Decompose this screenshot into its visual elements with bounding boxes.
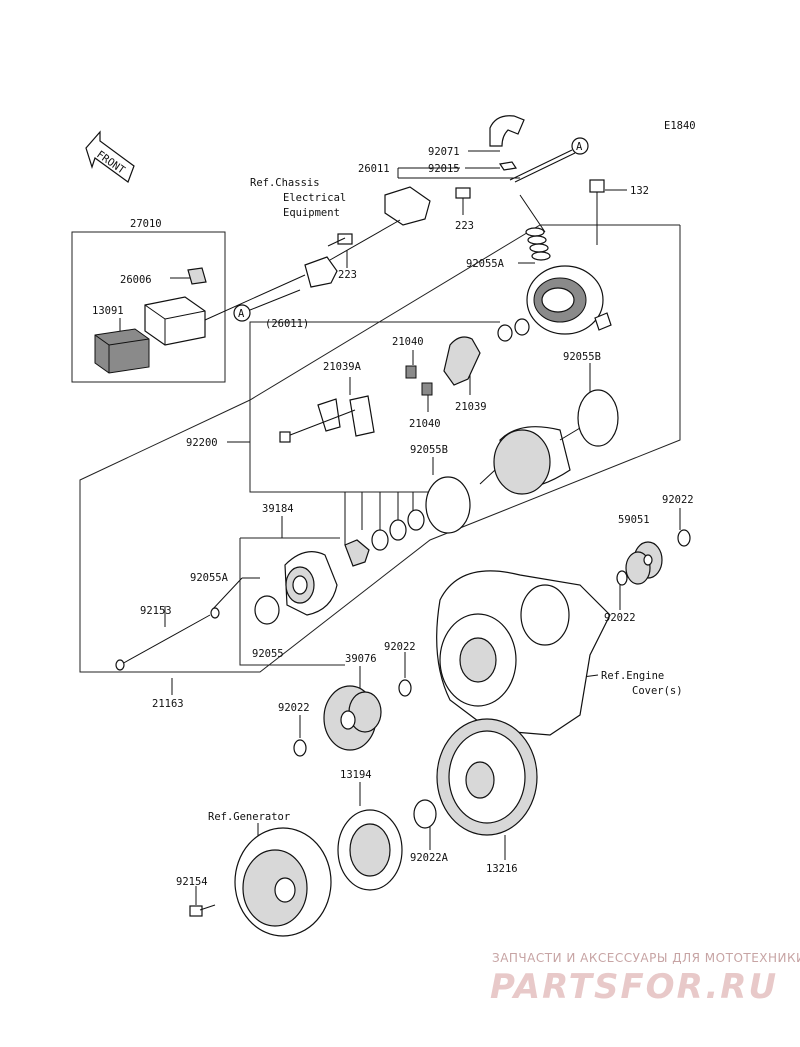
part-21163: 21163 (152, 698, 184, 710)
part-92055B-upper: 92055B (563, 351, 601, 363)
washer-92022-right (616, 529, 691, 586)
spring-21040-upper (405, 365, 417, 379)
diagram-code: E1840 (664, 120, 696, 132)
part-92022-right: 92022 (604, 612, 636, 624)
part-26011: 26011 (358, 163, 390, 175)
washers-mid (344, 509, 425, 567)
connector-a-top-label: A (576, 141, 583, 153)
part-59051: 59051 (618, 514, 650, 526)
group-box-27010-inner (88, 231, 226, 383)
part-92022-mid: 92022 (384, 641, 416, 653)
end-cover (526, 265, 612, 335)
watermark-logo: PARTSFOR.RU (490, 967, 778, 1007)
part-92055A-upper: 92055A (466, 258, 505, 270)
part-21039A: 21039A (323, 361, 362, 373)
part-223-upper: 223 (455, 220, 474, 232)
part-92153: 92153 (140, 605, 172, 617)
starter-cable-bracket (204, 186, 431, 321)
starter-clutch-gear-13216 (436, 718, 538, 836)
washers-top (497, 318, 530, 342)
connector-a-left-label: A (238, 308, 245, 320)
part-26006: 26006 (120, 274, 152, 286)
connector-a-top: A (571, 137, 589, 155)
o-ring-92055B-upper (577, 389, 619, 447)
part-13091: 13091 (92, 305, 124, 317)
part-21040-lower: 21040 (409, 418, 441, 430)
front-arrow-icon: FRONT (85, 130, 135, 183)
bolt-92154 (189, 904, 216, 917)
part-92071: 92071 (428, 146, 460, 158)
o-ring-92055A-small (210, 607, 220, 619)
part-92022-right-top: 92022 (662, 494, 694, 506)
o-ring-92055 (254, 595, 280, 625)
part-13216: 13216 (486, 863, 518, 875)
ref-chassis-line3: Equipment (283, 207, 340, 219)
screw-223-lower (327, 233, 353, 247)
group-box-92200 (79, 224, 681, 673)
spring-21040-lower (421, 382, 433, 396)
part-92055A-lower: 92055A (190, 572, 229, 584)
starter-clutch-13194 (337, 809, 403, 891)
part-92055: 92055 (252, 648, 284, 660)
part-223-lower: 223 (338, 269, 357, 281)
part-21040-upper: 21040 (392, 336, 424, 348)
screw-223-upper (455, 187, 471, 204)
part-92154: 92154 (176, 876, 208, 888)
part-92200: 92200 (186, 437, 218, 449)
relay-boot (144, 296, 206, 346)
starter-cable-boot (489, 115, 525, 147)
part-92015: 92015 (428, 163, 460, 175)
part-21039: 21039 (455, 401, 487, 413)
ref-engine-line1: Ref.Engine (601, 670, 664, 682)
part-92022A: 92022A (410, 852, 449, 864)
washer-92022-mid (398, 679, 412, 697)
part-27010: 27010 (130, 218, 162, 230)
armature (479, 426, 581, 495)
part-39184: 39184 (262, 503, 294, 515)
relay-26006 (187, 267, 207, 285)
long-bolt-92153 (115, 614, 211, 671)
part-39076: 39076 (345, 653, 377, 665)
watermark-tagline: ЗАПЧАСТИ И АКСЕССУАРЫ ДЛЯ МОТОТЕХНИКИ (492, 951, 800, 965)
leader-lines (119, 150, 681, 905)
ref-engine-line2: Cover(s) (632, 685, 683, 697)
bolt-132 (589, 179, 605, 245)
part-92022-left: 92022 (278, 702, 310, 714)
nut-92015 (498, 161, 518, 171)
terminal-bolt (509, 149, 576, 183)
part-13194: 13194 (340, 769, 372, 781)
generator-rotor (234, 827, 332, 937)
washer-92022-left (293, 739, 307, 757)
connector-a-left: A (233, 304, 251, 322)
brush-21039A (279, 395, 375, 443)
ref-generator: Ref.Generator (208, 811, 290, 823)
brush-holder-21039 (443, 336, 481, 386)
washer-92022A (413, 799, 437, 829)
part-26011-ref: (26011) (265, 318, 309, 330)
part-92055B-lower: 92055B (410, 444, 448, 456)
o-rings-92055A (525, 227, 551, 261)
o-ring-92055B-lower (425, 476, 471, 534)
ref-chassis-line2: Electrical (283, 192, 346, 204)
mounting-flange-39184 (284, 551, 338, 616)
ref-chassis-line1: Ref.Chassis (250, 177, 320, 189)
part-132: 132 (630, 185, 649, 197)
idle-gear-39076 (323, 685, 382, 751)
engine-cover (436, 570, 611, 736)
gear-59051 (625, 541, 663, 585)
relay-13091 (94, 328, 150, 374)
